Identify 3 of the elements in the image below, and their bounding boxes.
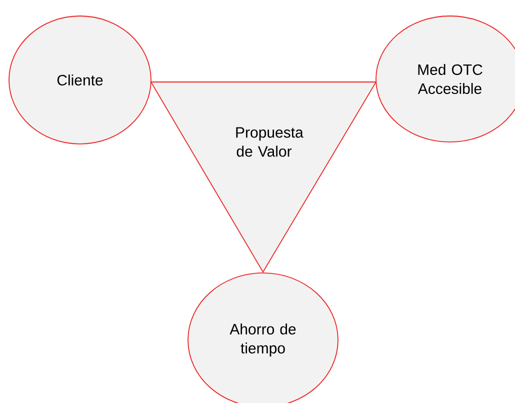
ellipse-node: Ahorro de tiempo <box>188 272 338 403</box>
ellipse-node: Cliente <box>8 16 152 144</box>
ellipse-node: Med OTC Accesible <box>376 16 515 142</box>
